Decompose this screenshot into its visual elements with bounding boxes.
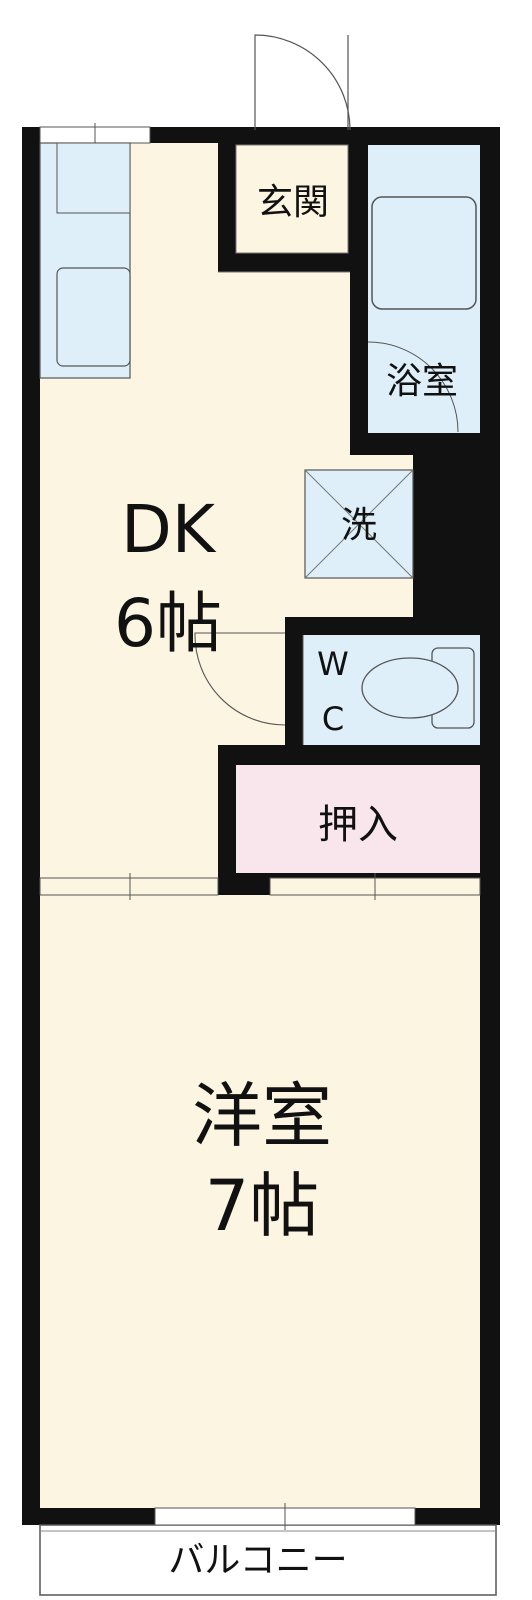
closet-label: 押入 [318, 802, 398, 848]
washer-cross-2 [304, 469, 414, 579]
toilet-bowl-icon [361, 657, 459, 719]
dk-size: 6帖 [114, 585, 222, 662]
western-name: 洋室 [192, 1075, 332, 1157]
bath-label: 浴室 [386, 361, 458, 402]
wc-door-swing [194, 632, 286, 726]
entrance-area [235, 144, 349, 254]
bathtub-icon [371, 196, 477, 310]
wc-label-bottom: C [322, 700, 344, 738]
kitchen-sink-icon [56, 142, 131, 214]
balcony-area [39, 1524, 497, 1596]
wc-label-top: W [317, 645, 349, 683]
sliding-door-lower [39, 877, 219, 896]
dk-name: DK [121, 491, 217, 568]
western-size: 7帖 [205, 1165, 320, 1247]
bath-door-swing [367, 341, 459, 433]
western-room [40, 895, 480, 1508]
stove-icon [56, 267, 131, 367]
closet-area [236, 765, 480, 873]
entrance-label: 玄関 [257, 182, 329, 223]
dk-room [40, 143, 413, 878]
washer-label: 洗 [341, 505, 377, 546]
front-door-swing [254, 34, 351, 131]
balcony-label: バルコニー [168, 1540, 347, 1581]
